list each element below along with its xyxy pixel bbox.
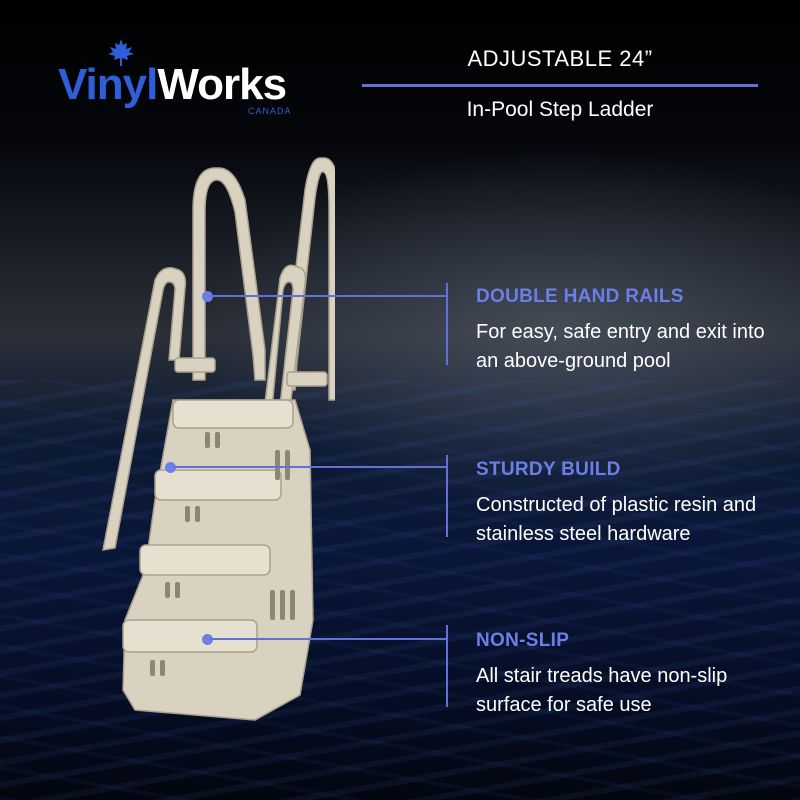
side-slot bbox=[290, 590, 295, 620]
callout-line-1 bbox=[210, 295, 447, 297]
callout-dot-2 bbox=[165, 462, 176, 473]
brand-wordmark: VinylWorks bbox=[58, 60, 287, 110]
feature-description: All stair treads have non-slip surface f… bbox=[476, 665, 728, 716]
title-divider bbox=[362, 84, 758, 87]
callout-bar-3 bbox=[446, 625, 448, 707]
tread-slot bbox=[205, 432, 210, 448]
callout-dot-3 bbox=[202, 634, 213, 645]
front-rail-left bbox=[102, 267, 187, 551]
tread-slot bbox=[165, 582, 170, 598]
side-slot bbox=[285, 450, 290, 480]
brand-logo: VinylWorks CANADA bbox=[58, 38, 308, 118]
tread-slot bbox=[195, 506, 200, 522]
product-subtitle: In-Pool Step Ladder bbox=[466, 98, 654, 121]
feature-title: DOUBLE HAND RAILS bbox=[476, 286, 684, 307]
callout-bar-2 bbox=[446, 455, 448, 537]
rail-clamp-left bbox=[174, 357, 216, 373]
tread-slot bbox=[185, 506, 190, 522]
brand-country: CANADA bbox=[248, 106, 292, 116]
feature-sturdy-build: STURDY BUILD Constructed of plastic resi… bbox=[476, 459, 786, 549]
tread-slot bbox=[215, 432, 220, 448]
callout-line-2 bbox=[173, 466, 447, 468]
ladder-illustration bbox=[102, 157, 335, 721]
tread-slot bbox=[150, 660, 155, 676]
feature-description: For easy, safe entry and exit into an ab… bbox=[476, 321, 765, 372]
feature-double-hand-rails: DOUBLE HAND RAILS For easy, safe entry a… bbox=[476, 286, 786, 376]
side-slot bbox=[280, 590, 285, 620]
side-slot bbox=[270, 590, 275, 620]
maple-leaf-icon bbox=[108, 39, 134, 66]
step-tread-2 bbox=[154, 469, 282, 501]
brand-name-part1: Vinyl bbox=[58, 60, 158, 109]
feature-title: STURDY BUILD bbox=[476, 459, 621, 480]
step-tread-3 bbox=[139, 544, 271, 576]
callout-bar-1 bbox=[446, 283, 448, 365]
step-tread-4 bbox=[122, 619, 258, 653]
product-title: ADJUSTABLE 24” bbox=[467, 46, 653, 71]
back-rail-left bbox=[192, 167, 266, 381]
rail-clamp-right bbox=[286, 371, 328, 387]
callout-dot-1 bbox=[202, 291, 213, 302]
tread-slot bbox=[160, 660, 165, 676]
callout-line-3 bbox=[210, 638, 447, 640]
feature-non-slip: NON-SLIP All stair treads have non-slip … bbox=[476, 630, 786, 720]
step-tread-1 bbox=[172, 399, 294, 429]
tread-slot bbox=[175, 582, 180, 598]
brand-name-part2: Works bbox=[157, 60, 287, 109]
feature-description: Constructed of plastic resin and stainle… bbox=[476, 494, 757, 545]
feature-title: NON-SLIP bbox=[476, 630, 570, 651]
side-slot bbox=[275, 450, 280, 480]
